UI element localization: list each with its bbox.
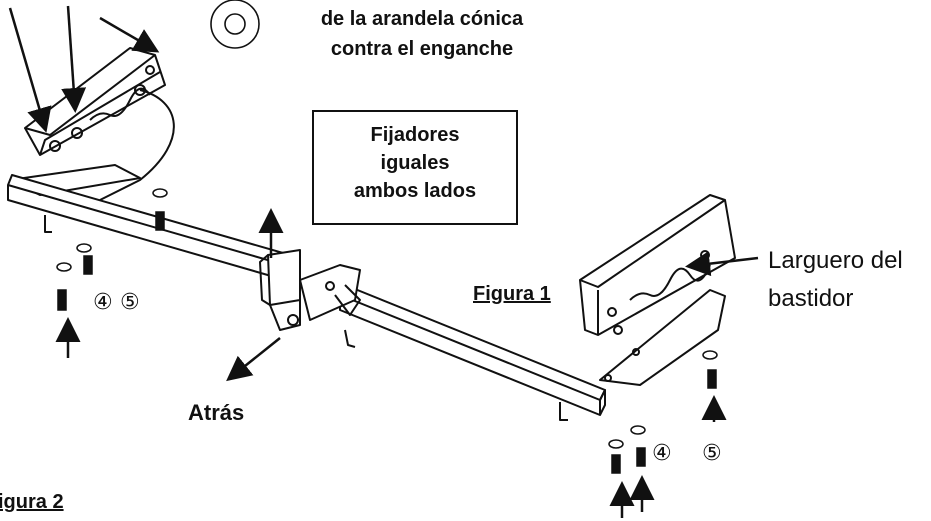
right-side-plate — [599, 289, 726, 386]
figure-2-label: igura 2 — [0, 491, 64, 513]
conical-washer-icon — [210, 0, 260, 49]
rear-label: Atrás — [188, 400, 245, 425]
marker-4-right: ④ — [652, 441, 672, 466]
marker-5-left: ⑤ — [120, 290, 140, 315]
box-line2: iguales — [380, 152, 450, 174]
left-bolts — [56, 188, 168, 311]
marker-5-right: ⑤ — [702, 441, 722, 466]
fasteners-note-box: Fijadores iguales ambos lados — [312, 110, 518, 225]
right-frame-bracket — [579, 194, 736, 336]
marker-4-left: ④ — [93, 290, 113, 315]
frame-rail-line1: Larguero del — [768, 247, 903, 274]
box-line3: ambos lados — [353, 180, 477, 202]
top-caption-line2: contra el enganche — [330, 38, 514, 60]
figure-1-label: Figura 1 — [473, 283, 551, 305]
instruction-arrows — [8, 5, 759, 518]
box-line1: Fijadores — [370, 124, 460, 146]
frame-rail-label: Larguero del bastidor — [768, 242, 903, 318]
frame-rail-line2: bastidor — [768, 285, 854, 312]
right-bolts — [608, 350, 718, 474]
top-caption: de la arandela cónica contra el enganche — [272, 4, 572, 64]
hitch-receiver — [259, 249, 361, 348]
left-frame-bracket — [24, 47, 175, 201]
top-caption-line1: de la arandela cónica — [320, 8, 524, 30]
